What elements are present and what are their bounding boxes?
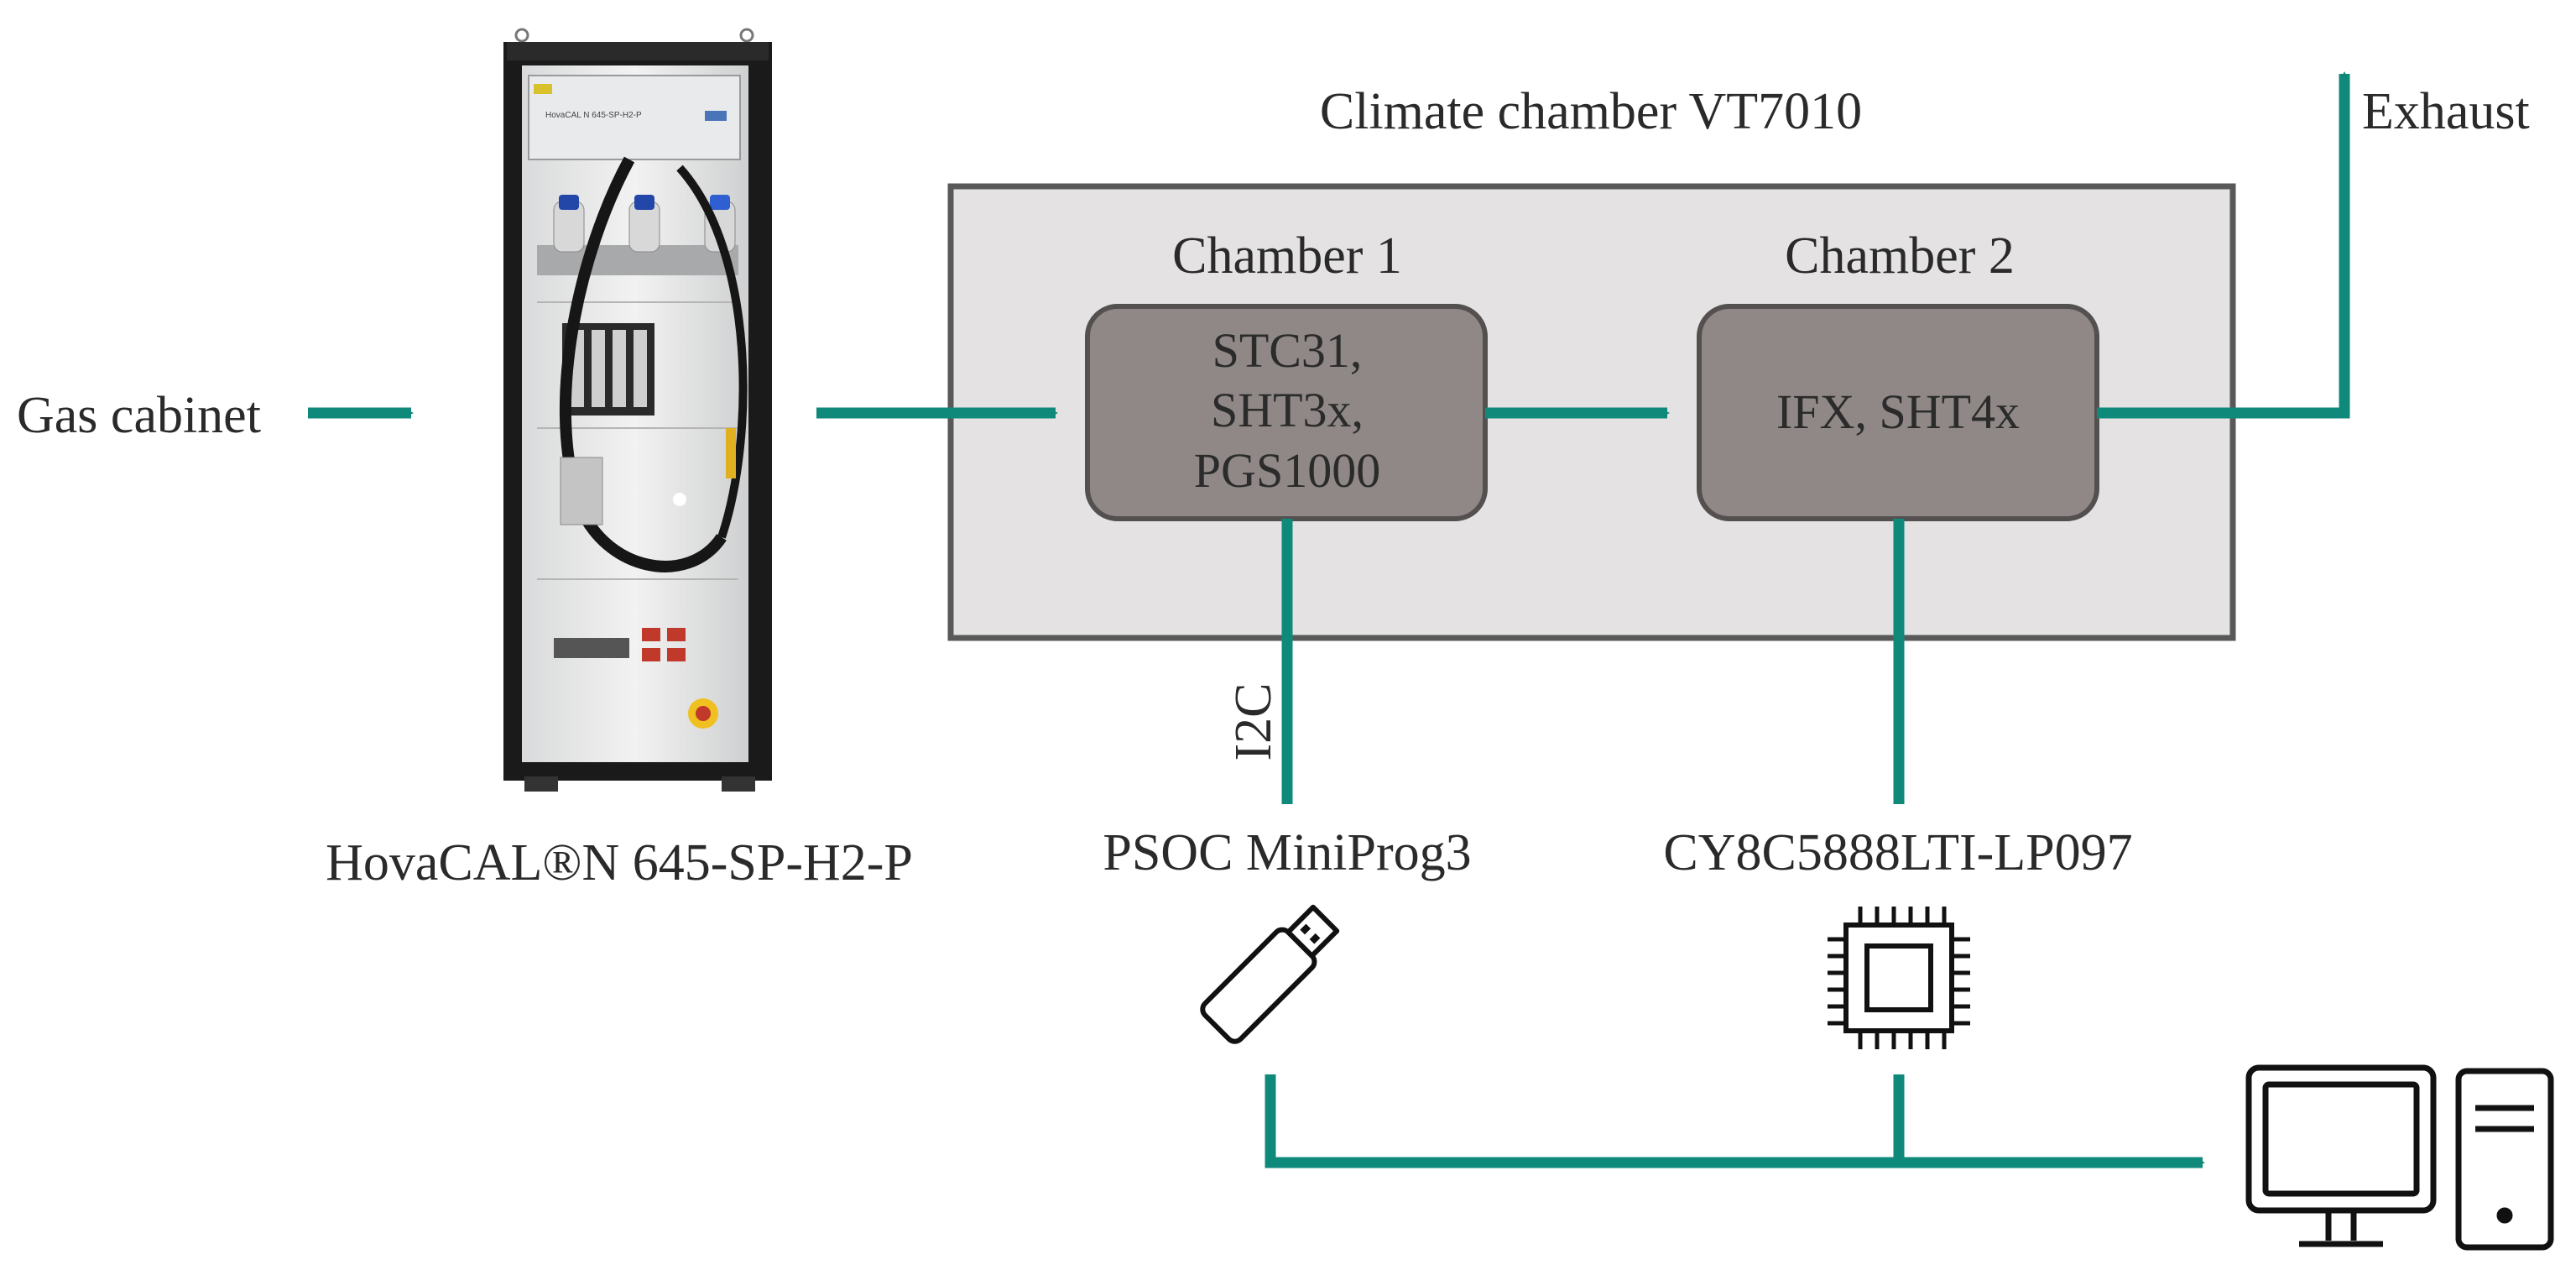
computer-icon — [2245, 1064, 2554, 1251]
flow-connections — [308, 71, 2350, 1168]
i2c-label: I2C — [1225, 683, 1282, 761]
chamber2-line-1: IFX, SHT4x — [1776, 384, 2020, 439]
chip-icon — [1828, 907, 1970, 1049]
chamber1-title: Chamber 1 — [1172, 227, 1402, 285]
exhaust-label: Exhaust — [2362, 83, 2530, 140]
calibrator-label: HovaCAL®N 645-SP-H2-P — [326, 834, 913, 891]
chamber2-title: Chamber 2 — [1785, 227, 2015, 285]
chamber1-line-2: SHT3x, — [1211, 383, 1364, 437]
usb-to-computer-arrow — [1265, 1074, 2205, 1168]
exhaust-arrow — [2097, 71, 2350, 419]
usb-icon — [1200, 904, 1340, 1044]
chamber1-line-3: PGS1000 — [1194, 443, 1380, 498]
chamber1-line-1: STC31, — [1212, 323, 1363, 378]
mcu-label: CY8C5888LTI-LP097 — [1663, 824, 2132, 881]
gas-cabinet-label: Gas cabinet — [17, 387, 261, 444]
gas-calibrator-cabinet-image: HovaCAL N 645-SP-H2-P — [503, 28, 772, 792]
programmer-label: PSOC MiniProg3 — [1103, 824, 1471, 881]
device-title-plate: HovaCAL N 645-SP-H2-P — [545, 111, 642, 120]
climate-chamber-label: Climate chamber VT7010 — [1320, 83, 1862, 140]
